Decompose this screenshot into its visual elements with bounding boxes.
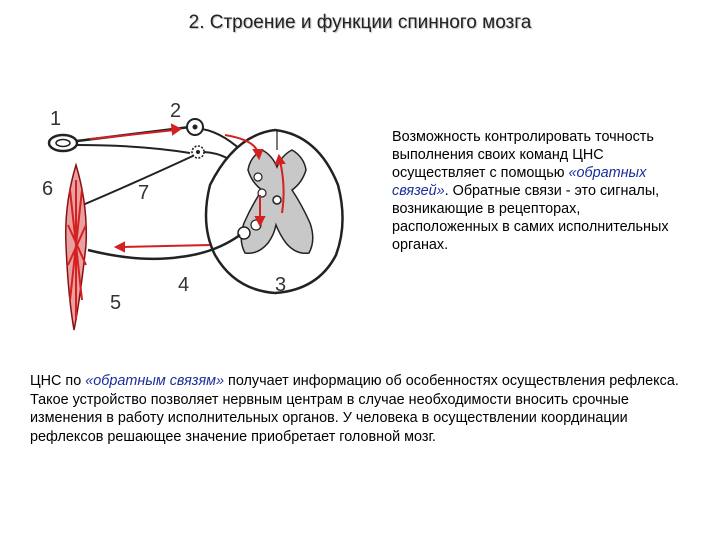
slide-title: 2. Строение и функции спинного мозга <box>188 12 532 33</box>
reflex-arc-diagram: 1 2 3 4 5 6 7 <box>42 100 344 331</box>
muscle <box>64 162 88 331</box>
label-7: 7 <box>138 182 149 204</box>
label-6: 6 <box>42 178 53 200</box>
label-3: 3 <box>275 274 286 296</box>
receptor <box>47 133 79 153</box>
signal-arrows <box>89 123 286 253</box>
spinal-ganglion <box>186 118 205 159</box>
label-5: 5 <box>110 292 121 314</box>
feedback-description: Возможность контролировать точность выпо… <box>392 129 669 253</box>
label-2: 2 <box>170 100 181 122</box>
label-1: 1 <box>50 108 61 130</box>
label-4: 4 <box>178 274 189 296</box>
cns-feedback-paragraph: ЦНС по «обратным связям» получает информ… <box>30 373 679 445</box>
feedback-term: «обратных связей» <box>392 165 647 199</box>
spinal-cord-section <box>204 128 344 295</box>
feedback-term-2: «обратным связям» <box>85 373 225 389</box>
